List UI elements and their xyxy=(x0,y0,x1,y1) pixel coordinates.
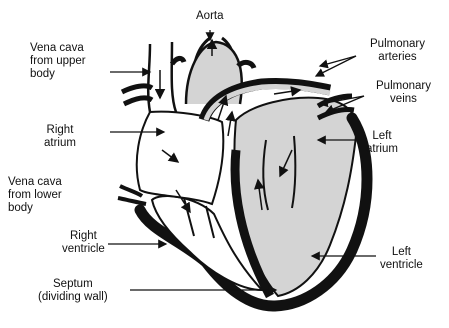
label-right-ventricle: Right ventricle xyxy=(62,230,105,256)
label-left-atrium: Left atrium xyxy=(366,130,398,156)
label-right-atrium: Right atrium xyxy=(44,124,76,150)
label-aorta: Aorta xyxy=(196,10,224,23)
label-vena-cava-lower: Vena cava from lower body xyxy=(8,176,62,215)
label-pulmonary-veins: Pulmonary veins xyxy=(376,80,431,106)
right-atrium-shape xyxy=(137,112,224,204)
label-pulmonary-arteries: Pulmonary arteries xyxy=(370,38,425,64)
label-left-ventricle: Left ventricle xyxy=(380,246,423,272)
label-vena-cava-upper: Vena cava from upper body xyxy=(30,42,86,81)
superior-vena-cava xyxy=(148,42,176,112)
label-septum: Septum (dividing wall) xyxy=(38,278,108,304)
